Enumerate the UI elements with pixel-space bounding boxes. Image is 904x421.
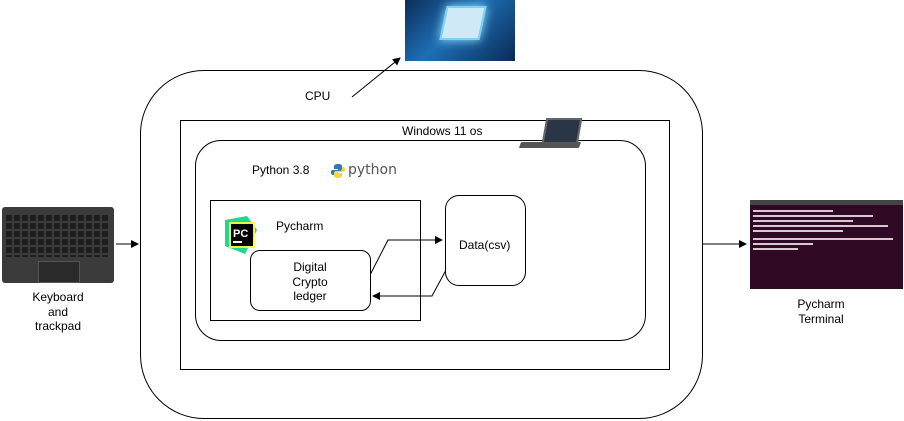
cpu-label: CPU [305,89,331,103]
python-logo-icon [331,164,345,178]
ledger-label-line: Crypto [292,274,328,289]
python-env-box [195,140,646,341]
pycharm-box [210,200,421,321]
pycharm-logo-text: PC [233,228,248,240]
keyboard-label-line: trackpad [34,319,82,333]
ledger-label-line: Digital [293,260,327,274]
windows-label: Windows 11 os [402,124,483,138]
keyboard-label-line: and [47,304,69,319]
windows-os-box [180,120,670,370]
terminal-screenshot [750,200,903,289]
ledger-label: Digital Crypto ledger [282,260,338,304]
cpu-arrow [351,57,401,98]
ledger-box [250,250,371,311]
pycharm-logo-icon: PC [225,216,257,254]
terminal-label: Pycharm Terminal [790,297,852,326]
data-csv-label: Data(csv) [459,238,511,252]
terminal-label-line: Pycharm [797,297,845,311]
pycharm-label: Pycharm [276,219,324,233]
trackpad-icon [38,261,80,283]
terminal-label-line: Terminal [798,311,844,326]
python-label: Python 3.8 [252,163,310,177]
cpu-chip-photo [405,0,515,61]
cpu-chip-icon [439,6,487,40]
ledger-label-line: ledger [293,289,327,303]
data-csv-box [445,195,526,286]
keyboard-label: Keyboard and trackpad [22,290,94,334]
computer-outer-box [140,70,703,419]
ledger-to-data-arrow [369,236,443,276]
keyboard-photo [2,207,114,283]
keyboard-label-line: Keyboard [32,290,84,304]
data-to-ledger-arrow [372,269,447,300]
python-logo-text: python [348,162,397,178]
